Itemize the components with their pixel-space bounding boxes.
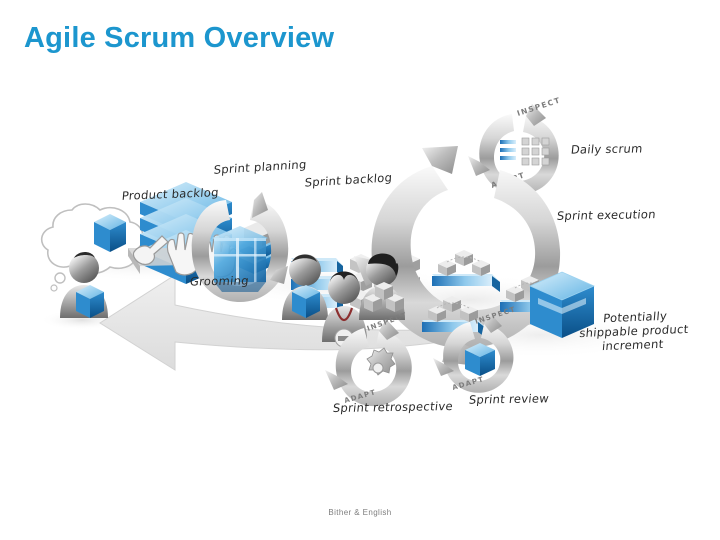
- slide-footer: Bither & English: [328, 508, 392, 517]
- vision-cube-icon: [94, 214, 126, 252]
- team-member: [359, 253, 405, 320]
- increment-cube: [529, 271, 595, 338]
- agile-scrum-overview-diagram: INSPECT ADAPT: [0, 70, 720, 490]
- label-sprint-execution: Sprint execution: [556, 207, 657, 223]
- task-cluster: [432, 250, 500, 292]
- sprint-retrospective-ring: INSPECT ADAPT: [325, 311, 412, 407]
- page-title: Agile Scrum Overview: [24, 22, 335, 54]
- scrum-master: [322, 271, 367, 348]
- label-potentially-shippable-product-increment: Potentially shippable product increment: [578, 308, 690, 354]
- label-sprint-review: Sprint review: [468, 391, 550, 407]
- product-owner-person: [60, 252, 108, 318]
- scrum-team-figures: [282, 253, 405, 348]
- label-daily-scrum: Daily scrum: [570, 141, 644, 157]
- daily-scrum-miniboard: [500, 137, 550, 166]
- sprint-planning-shield: [191, 192, 289, 302]
- product-owner-figure: [40, 203, 144, 318]
- sprint-review-ring: INSPECT ADAPT: [433, 305, 517, 393]
- label-sprint-retrospective: Sprint retrospective: [332, 398, 454, 416]
- gear-icon: [366, 347, 396, 376]
- label-grooming: Grooming: [189, 273, 250, 289]
- thought-bubble: [40, 203, 144, 292]
- team-member: [282, 254, 328, 320]
- diagram-artwork: INSPECT ADAPT: [40, 95, 660, 407]
